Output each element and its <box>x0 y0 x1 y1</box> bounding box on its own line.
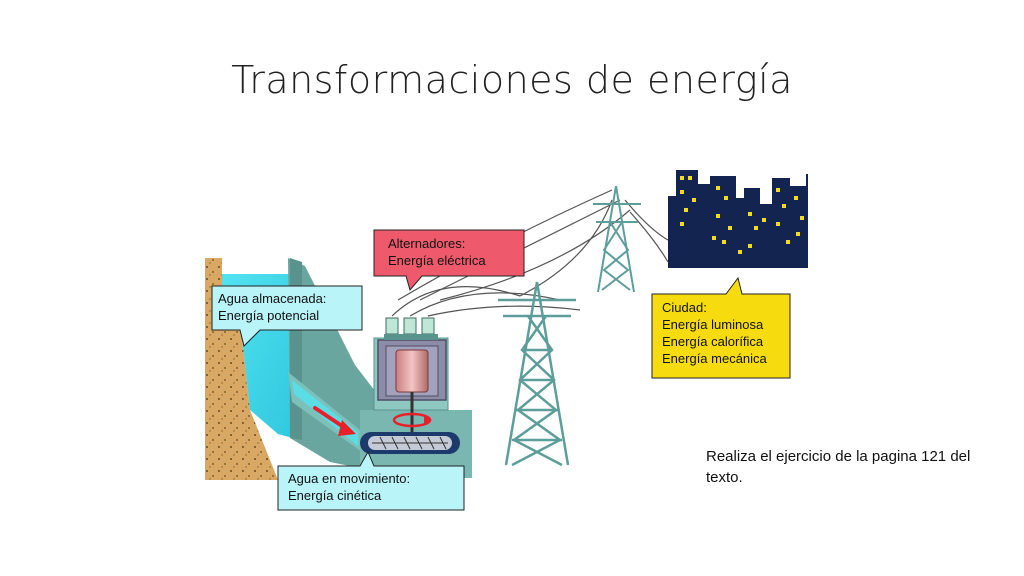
callout-ciudad: Ciudad: Energía luminosa Energía caloríf… <box>651 276 791 379</box>
callout-ciudad-line-1: Ciudad: <box>662 300 707 315</box>
exercise-note: Realiza el ejercicio de la pagina 121 de… <box>706 448 971 486</box>
callout-alternadores-line-1: Alternadores: <box>388 236 465 251</box>
slide-title: Transformaciones de energía <box>231 58 793 102</box>
callout-ciudad-line-3: Energía calorífica <box>662 334 764 349</box>
earth-bank-slope <box>205 290 278 480</box>
callout-agua-movimiento-line-2: Energía cinética <box>288 488 382 503</box>
dam-wall-face <box>290 258 302 440</box>
callout-agua-almacenada-line-1: Agua almacenada: <box>218 291 326 306</box>
callout-alternadores: Alternadores: Energía eléctrica <box>373 229 525 292</box>
generator-insulators <box>384 317 438 340</box>
city-skyline <box>668 170 808 268</box>
generator <box>377 339 447 438</box>
callout-ciudad-line-4: Energía mecánica <box>662 351 768 366</box>
turbine <box>360 432 460 454</box>
rotation-arrow <box>392 412 432 428</box>
callout-alternadores-line-2: Energía eléctrica <box>388 253 486 268</box>
far-transmission-tower <box>593 185 641 293</box>
near-transmission-tower <box>498 281 576 467</box>
callout-agua-almacenada: Agua almacenada: Energía potencial <box>211 285 363 347</box>
callout-agua-almacenada-line-2: Energía potencial <box>218 308 319 323</box>
callout-agua-movimiento-line-1: Agua en movimiento: <box>288 471 410 486</box>
callout-agua-movimiento: Agua en movimiento: Energía cinética <box>277 450 465 511</box>
callout-ciudad-line-2: Energía luminosa <box>662 317 764 332</box>
flow-arrow <box>313 406 356 436</box>
